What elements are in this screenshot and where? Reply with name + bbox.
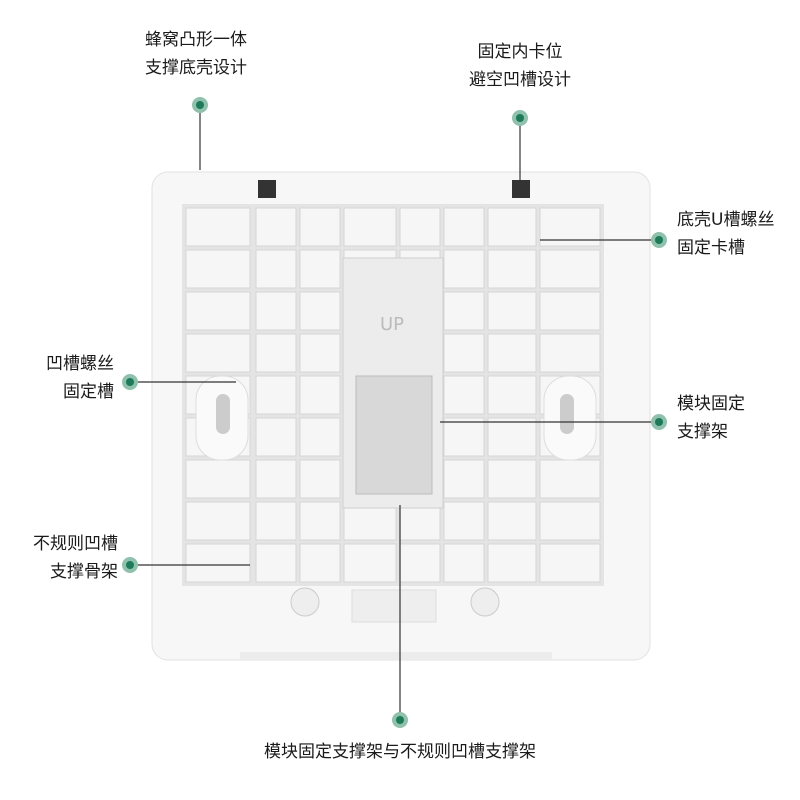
honeycomb-cell bbox=[539, 249, 601, 289]
callout-u-slot: 底壳U槽螺丝 固定卡槽 bbox=[677, 206, 774, 262]
honeycomb-cell bbox=[185, 249, 251, 289]
clip-right bbox=[512, 180, 530, 198]
callout-line: 固定槽 bbox=[63, 382, 114, 402]
callout-honeycomb: 蜂窝凸形一体 支撑底壳设计 bbox=[145, 26, 247, 82]
clip-left bbox=[258, 180, 276, 198]
honeycomb-cell bbox=[487, 249, 537, 289]
honeycomb-cell bbox=[343, 207, 397, 247]
callout-line: 避空凹槽设计 bbox=[469, 70, 571, 90]
callout-dot bbox=[651, 414, 667, 430]
screw-boss-right bbox=[470, 587, 500, 617]
honeycomb-cell bbox=[443, 207, 485, 247]
honeycomb-cell bbox=[539, 501, 601, 541]
honeycomb-cell bbox=[487, 417, 537, 457]
callout-dot bbox=[192, 97, 208, 113]
honeycomb-cell bbox=[299, 291, 341, 331]
honeycomb-cell bbox=[299, 543, 341, 583]
callout-line: 不规则凹槽 bbox=[33, 534, 118, 554]
honeycomb-cell bbox=[443, 333, 485, 373]
honeycomb-cell bbox=[539, 291, 601, 331]
honeycomb-cell bbox=[299, 459, 341, 499]
honeycomb-cell bbox=[443, 417, 485, 457]
honeycomb-cell bbox=[487, 459, 537, 499]
callout-line: 蜂窝凸形一体 bbox=[145, 30, 247, 50]
honeycomb-cell bbox=[443, 249, 485, 289]
callout-line: 支撑底壳设计 bbox=[145, 58, 247, 78]
honeycomb-cell bbox=[185, 543, 251, 583]
honeycomb-cell bbox=[443, 501, 485, 541]
callout-line: 模块固定 bbox=[677, 394, 745, 414]
honeycomb-cell bbox=[299, 249, 341, 289]
honeycomb-cell bbox=[255, 249, 297, 289]
honeycomb-cell bbox=[299, 501, 341, 541]
callout-dot bbox=[392, 712, 408, 728]
callout-line: 固定卡槽 bbox=[677, 238, 745, 258]
callout-screw-groove: 凹槽螺丝 固定槽 bbox=[46, 350, 114, 406]
callout-dot bbox=[651, 232, 667, 248]
honeycomb-cell bbox=[185, 207, 251, 247]
callout-inner-clip: 固定内卡位 避空凹槽设计 bbox=[469, 38, 571, 94]
honeycomb-cell bbox=[487, 291, 537, 331]
honeycomb-cell bbox=[539, 459, 601, 499]
honeycomb-cell bbox=[255, 375, 297, 415]
honeycomb-cell bbox=[255, 543, 297, 583]
honeycomb-cell bbox=[185, 291, 251, 331]
callout-line: 固定内卡位 bbox=[477, 42, 563, 62]
callout-line: 凹槽螺丝 bbox=[46, 354, 114, 374]
honeycomb-cell bbox=[539, 543, 601, 583]
honeycomb-cell bbox=[255, 501, 297, 541]
honeycomb-cell bbox=[487, 501, 537, 541]
honeycomb-cell bbox=[343, 543, 397, 583]
honeycomb-cell bbox=[443, 459, 485, 499]
honeycomb-cell bbox=[185, 459, 251, 499]
callout-dot bbox=[512, 110, 528, 126]
honeycomb-cell bbox=[487, 375, 537, 415]
honeycomb-cell bbox=[443, 543, 485, 583]
leader-lines bbox=[137, 112, 652, 713]
honeycomb-cell bbox=[399, 543, 441, 583]
honeycomb-cell bbox=[255, 207, 297, 247]
honeycomb-cell bbox=[487, 207, 537, 247]
callout-bottom: 模块固定支撑架与不规则凹槽支撑架 bbox=[264, 742, 536, 762]
honeycomb-cell bbox=[443, 291, 485, 331]
callout-irregular-frame: 不规则凹槽 支撑骨架 bbox=[33, 530, 118, 586]
callout-dot bbox=[122, 374, 138, 390]
honeycomb-cell bbox=[255, 333, 297, 373]
honeycomb-cell bbox=[399, 207, 441, 247]
honeycomb-cell bbox=[539, 333, 601, 373]
callout-module-support: 模块固定 支撑架 bbox=[677, 390, 745, 446]
up-marking: UP bbox=[380, 314, 404, 335]
callout-dot bbox=[122, 557, 138, 573]
honeycomb-cell bbox=[299, 375, 341, 415]
honeycomb-cell bbox=[185, 333, 251, 373]
honeycomb-cell bbox=[299, 333, 341, 373]
honeycomb-cell bbox=[487, 333, 537, 373]
honeycomb-cell bbox=[443, 375, 485, 415]
honeycomb-cell bbox=[255, 417, 297, 457]
honeycomb-cell bbox=[185, 501, 251, 541]
module-slot bbox=[355, 375, 433, 495]
callout-line: 底壳U槽螺丝 bbox=[677, 210, 775, 230]
honeycomb-cell bbox=[255, 291, 297, 331]
callout-line: 支撑架 bbox=[677, 422, 728, 442]
honeycomb-cell bbox=[255, 459, 297, 499]
callout-line: 支撑骨架 bbox=[50, 562, 118, 582]
honeycomb-cell bbox=[299, 207, 341, 247]
screw-boss-left bbox=[290, 587, 320, 617]
honeycomb-cell bbox=[299, 417, 341, 457]
socket-back-plate: UP bbox=[151, 171, 651, 661]
honeycomb-cell bbox=[487, 543, 537, 583]
